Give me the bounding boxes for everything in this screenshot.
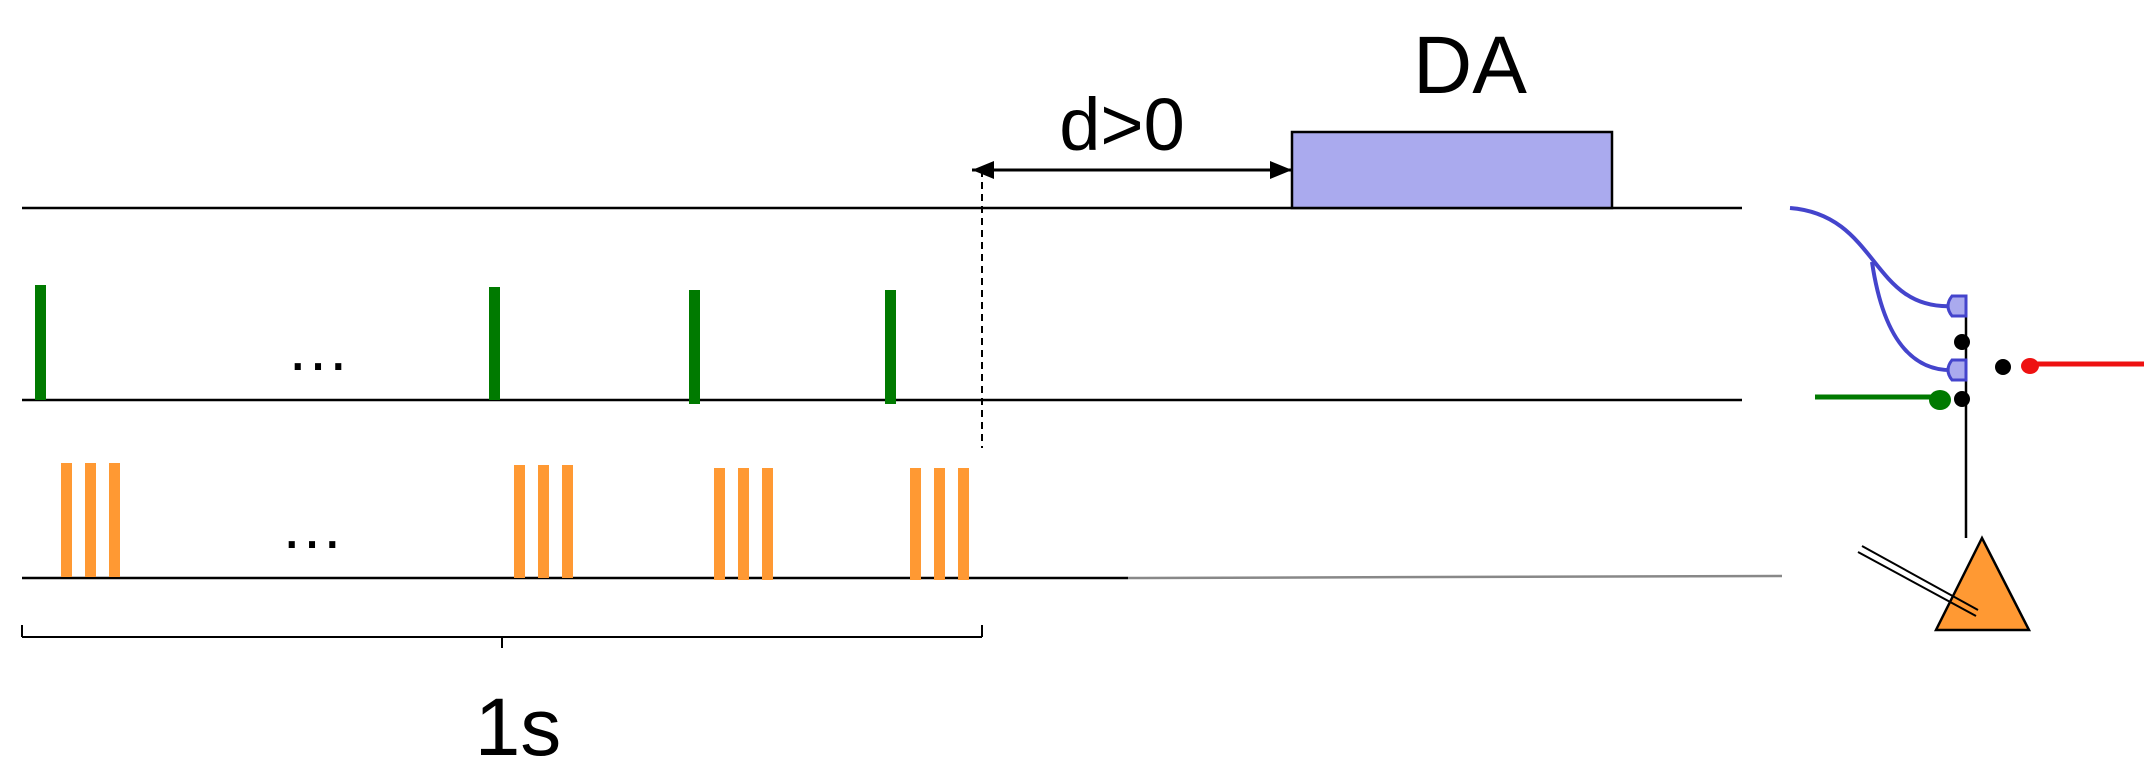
presynaptic-terminal (1929, 390, 1951, 410)
postsynaptic-bursts (61, 463, 969, 580)
dopamine-terminal-lower (1946, 358, 1968, 382)
postsynaptic-spike (910, 468, 921, 580)
time-scale-label: 1s (475, 682, 562, 770)
postsynaptic-spike (514, 465, 525, 578)
presynaptic-spike (35, 285, 46, 400)
inhibitory-terminal (2021, 358, 2039, 374)
presynaptic-spike (489, 287, 500, 400)
presynaptic-ellipsis: … (286, 312, 350, 384)
delay-arrowhead-right (1270, 161, 1292, 179)
postsynaptic-spike (538, 465, 549, 578)
synapse-dot (1954, 334, 1970, 350)
postsynaptic-spike (958, 468, 969, 580)
neuron-soma (1933, 535, 2032, 632)
time-scale-bracket (21, 625, 983, 648)
synapse-dot (1954, 391, 1970, 407)
electrode (1857, 551, 1977, 617)
dopamine-axon-upper (1789, 206, 1956, 309)
postsynaptic-spike (109, 463, 120, 577)
dopamine-terminal-upper (1946, 294, 1968, 318)
delay-label: d>0 (1059, 83, 1185, 166)
postsynaptic-trace-baseline-faded (1127, 574, 1783, 580)
postsynaptic-spike (714, 468, 725, 580)
postsynaptic-spike (85, 463, 96, 577)
dopamine-pulse (1290, 130, 1614, 210)
electrode (1861, 545, 1979, 611)
postsynaptic-ellipsis: … (280, 490, 344, 562)
neuron-schematic (1789, 206, 2144, 632)
da-label: DA (1413, 20, 1527, 111)
presynaptic-spike (885, 290, 896, 404)
postsynaptic-spike (562, 465, 573, 578)
dopamine-axon-lower (1870, 261, 1956, 373)
presynaptic-spike (689, 290, 700, 404)
postsynaptic-spike (61, 463, 72, 577)
synapse-dot (1995, 359, 2011, 375)
postsynaptic-spike (738, 468, 749, 580)
postsynaptic-spike (934, 468, 945, 580)
presynaptic-spikes (35, 285, 896, 404)
postsynaptic-spike (762, 468, 773, 580)
